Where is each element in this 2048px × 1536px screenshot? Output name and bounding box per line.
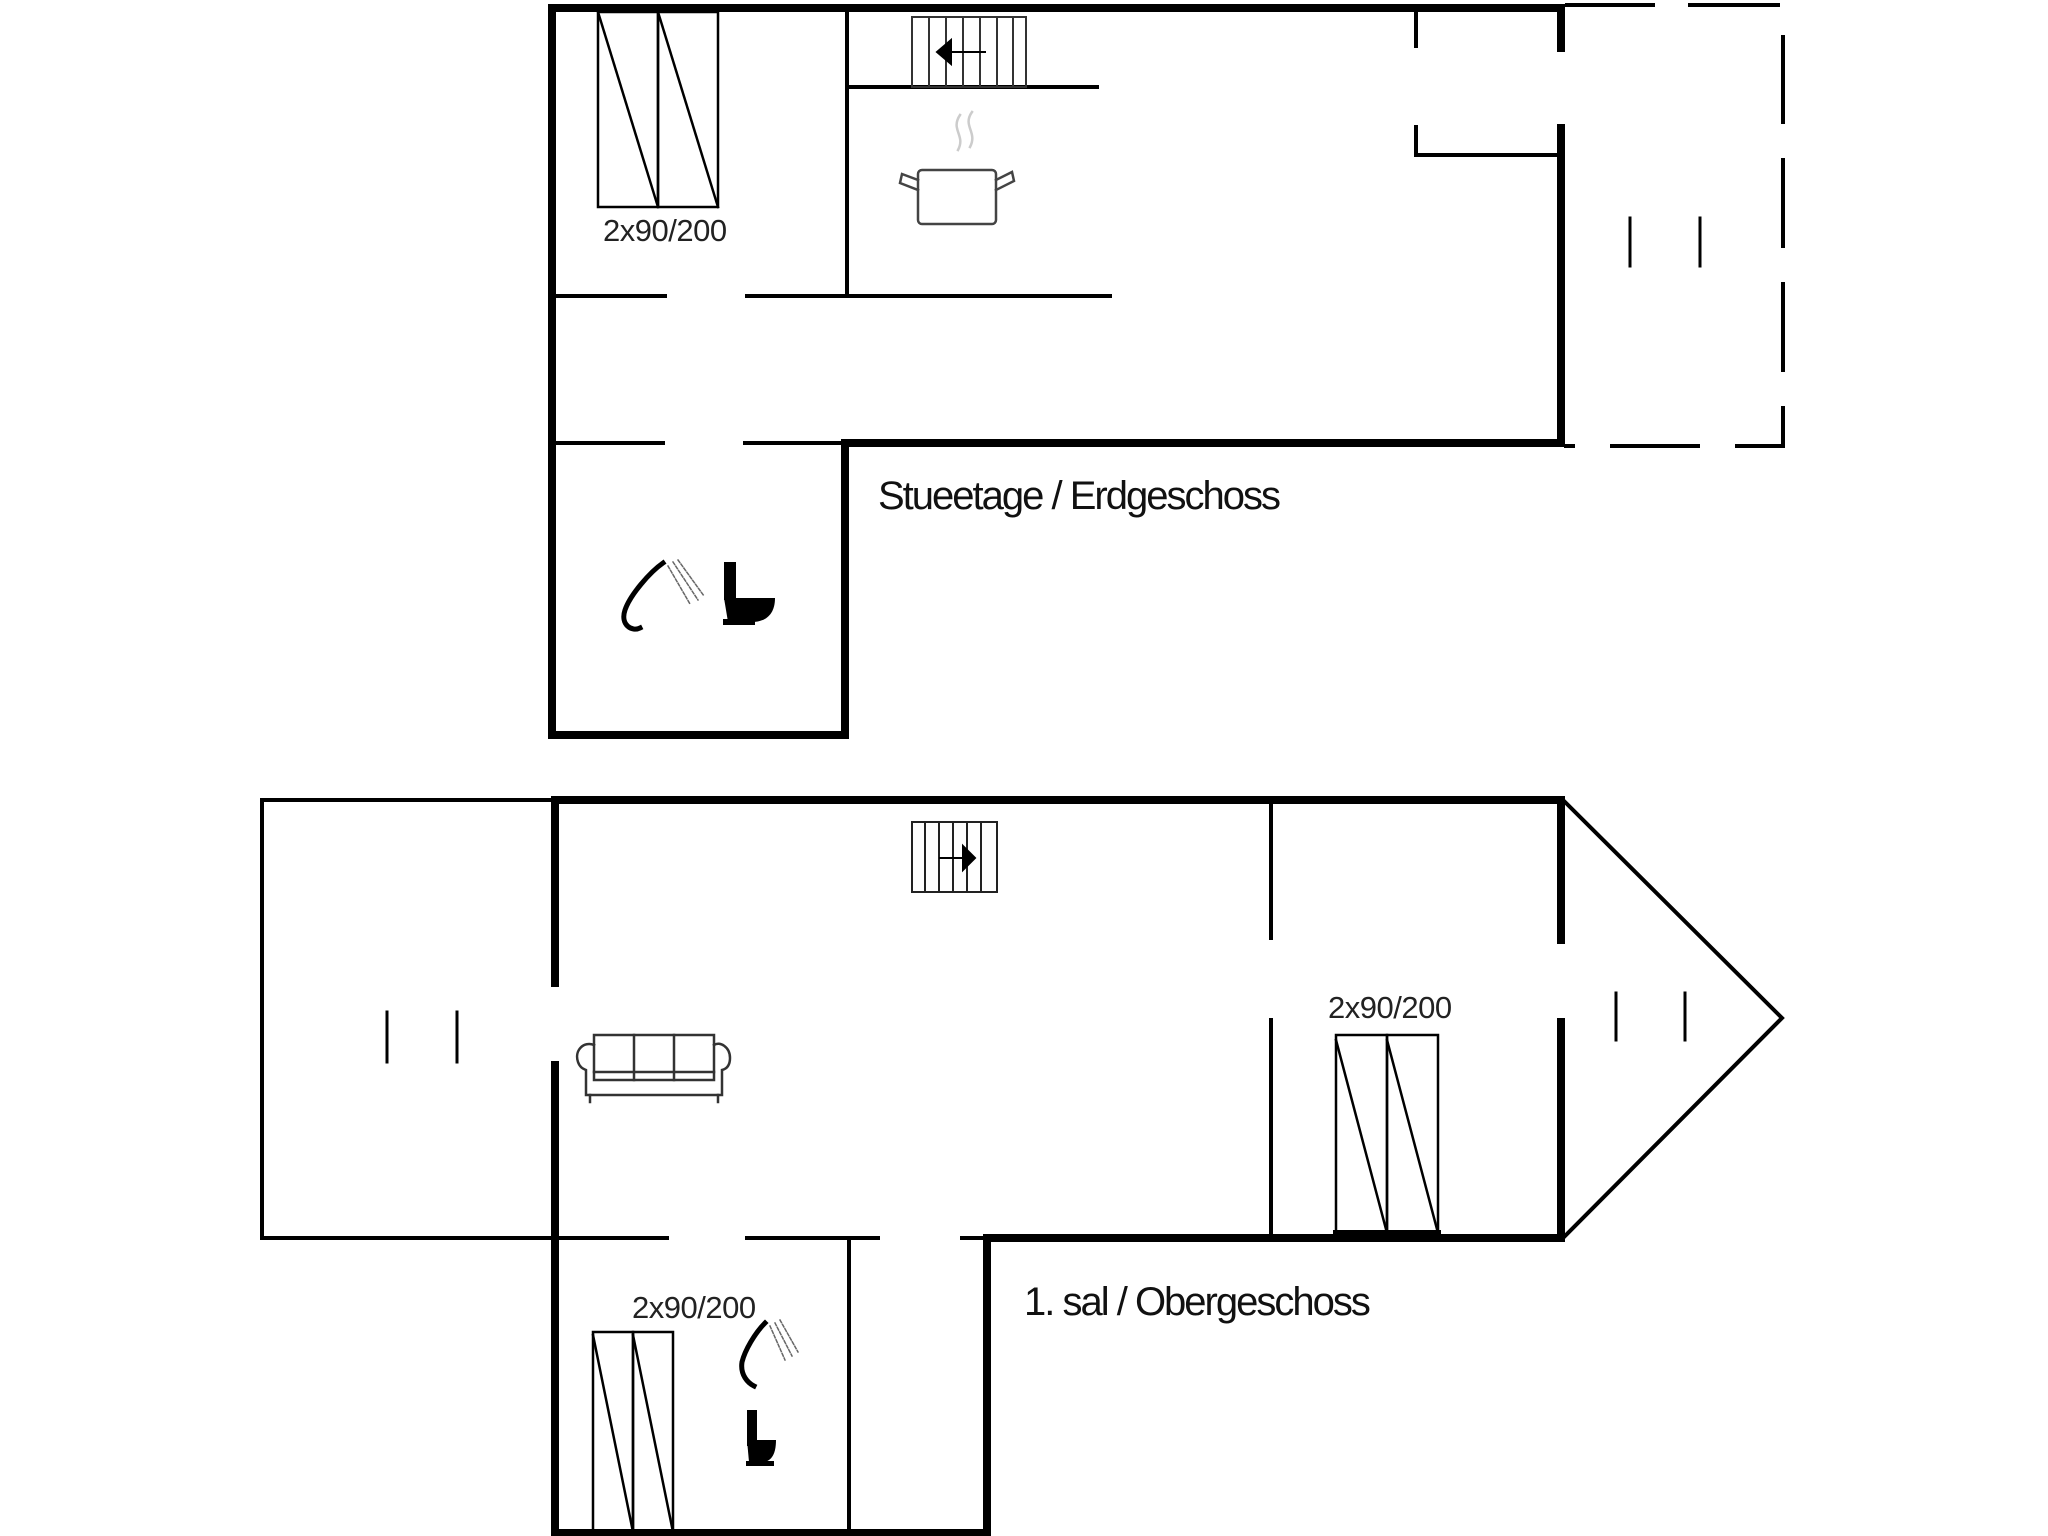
door-marker-icon (1628, 216, 1702, 268)
first-floor-walls (260, 796, 1565, 1536)
first-balcony-right (1560, 797, 1785, 1241)
ground-floor-walls (548, 4, 1565, 739)
bed-icon (591, 1330, 675, 1534)
ground-terrace-outline (1564, 3, 1785, 448)
shower-icon (739, 1318, 800, 1390)
first-floor-title: 1. sal / Obergeschoss (1024, 1280, 1371, 1324)
toilet-icon (746, 1410, 776, 1466)
bed-icon (596, 10, 720, 209)
ground-floor-title: Stueetage / Erdgeschoss (878, 474, 1281, 518)
toilet-icon (723, 562, 775, 625)
staircase-icon (911, 821, 998, 893)
shower-icon (621, 558, 706, 632)
sofa-icon (575, 1033, 732, 1104)
door-marker-icon (385, 991, 1687, 1064)
bed-size-label: 2x90/200 (1328, 990, 1452, 1025)
cooking-pot-icon (898, 110, 1016, 226)
bed-size-label: 2x90/200 (603, 213, 727, 248)
bed-icon (1333, 1033, 1441, 1236)
staircase-icon (911, 16, 1027, 88)
bed-size-label: 2x90/200 (632, 1290, 756, 1325)
